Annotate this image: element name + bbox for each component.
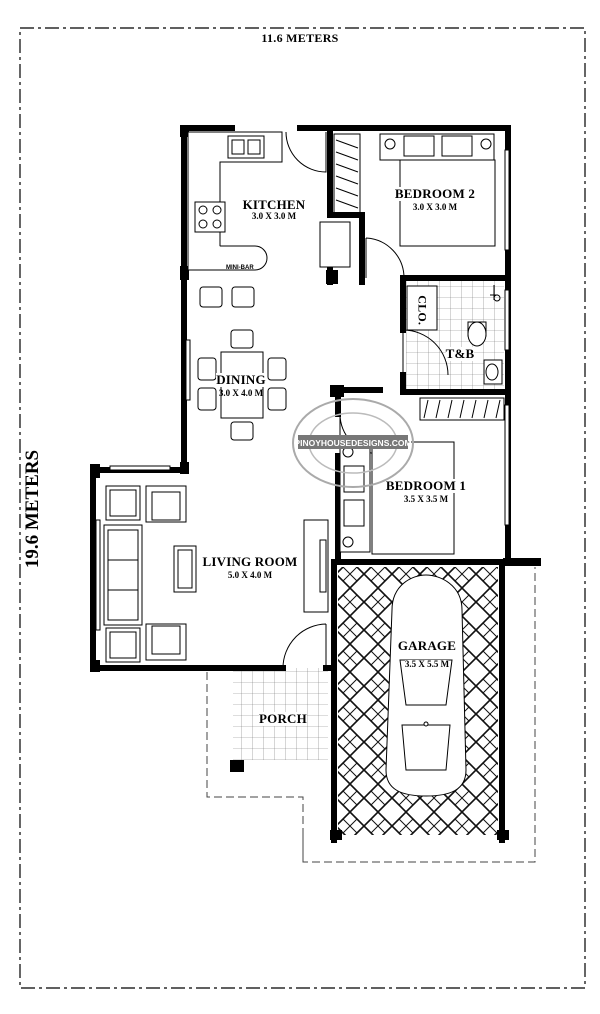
bedroom-2-size: 3.0 X 3.0 M (412, 201, 458, 212)
clo-label: CLO. (415, 295, 430, 326)
dining-size: 3.0 X 4.0 M (218, 387, 264, 398)
porch-outline (206, 672, 304, 862)
bedroom-1-label: BEDROOM 1 3.5 X 3.5 M (378, 478, 474, 504)
garage-size: 3.5 X 5.5 M (404, 658, 450, 670)
dining-label: DINING 3.0 X 4.0 M (204, 372, 278, 398)
garage-label: GARAGE 3.5 X 5.5 M (392, 638, 462, 672)
property-boundary (19, 27, 586, 989)
porch-name: PORCH (259, 711, 307, 726)
kitchen-label: KITCHEN 3.0 X 3.0 M (232, 198, 316, 221)
closet-bedroom-1 (419, 397, 505, 421)
kitchen-name: KITCHEN (242, 197, 306, 212)
living-room-label: LIVING ROOM 5.0 X 4.0 M (195, 554, 305, 580)
dining-name: DINING (216, 372, 266, 387)
car (385, 574, 467, 797)
kitchen-size: 3.0 X 3.0 M (251, 210, 297, 221)
garage-outline (302, 567, 536, 863)
porch-label: PORCH (250, 711, 316, 728)
bedroom-1-size: 3.5 X 3.5 M (403, 493, 449, 504)
garage-name: GARAGE (397, 638, 457, 653)
clo-name: CLO. (415, 295, 430, 326)
mini-bar-label: MINI-BAR (226, 265, 254, 271)
tb-label: T&B (438, 346, 482, 363)
bed-bedroom-2 (379, 133, 496, 247)
bedroom-1-name: BEDROOM 1 (385, 478, 467, 493)
bar-stools (199, 286, 255, 308)
living-room-name: LIVING ROOM (202, 554, 298, 569)
plan-height-label: 19.6 METERS (22, 429, 44, 589)
bed-bedroom-1 (339, 439, 455, 555)
living-room-furniture (103, 485, 329, 663)
tb-name: T&B (445, 346, 475, 361)
watermark-seal: PINOYHOUSEDESIGNS.COM (292, 398, 414, 488)
wall-columns (90, 125, 541, 840)
bedroom-2-label: BEDROOM 2 3.0 X 3.0 M (380, 186, 490, 212)
refrigerator (319, 221, 351, 268)
doors (282, 131, 449, 669)
bedroom-2-name: BEDROOM 2 (394, 186, 476, 201)
windows (95, 149, 510, 631)
watermark-text: PINOYHOUSEDESIGNS.COM (294, 438, 411, 448)
living-room-size: 5.0 X 4.0 M (227, 569, 273, 580)
plan-width-label: 11.6 METERS (0, 31, 600, 46)
kitchen-counter (187, 131, 283, 271)
clo-cabinet (406, 285, 438, 331)
misc-fixtures (490, 285, 501, 302)
toilet-and-sink (467, 321, 503, 385)
closet-bedroom-2 (333, 133, 361, 215)
